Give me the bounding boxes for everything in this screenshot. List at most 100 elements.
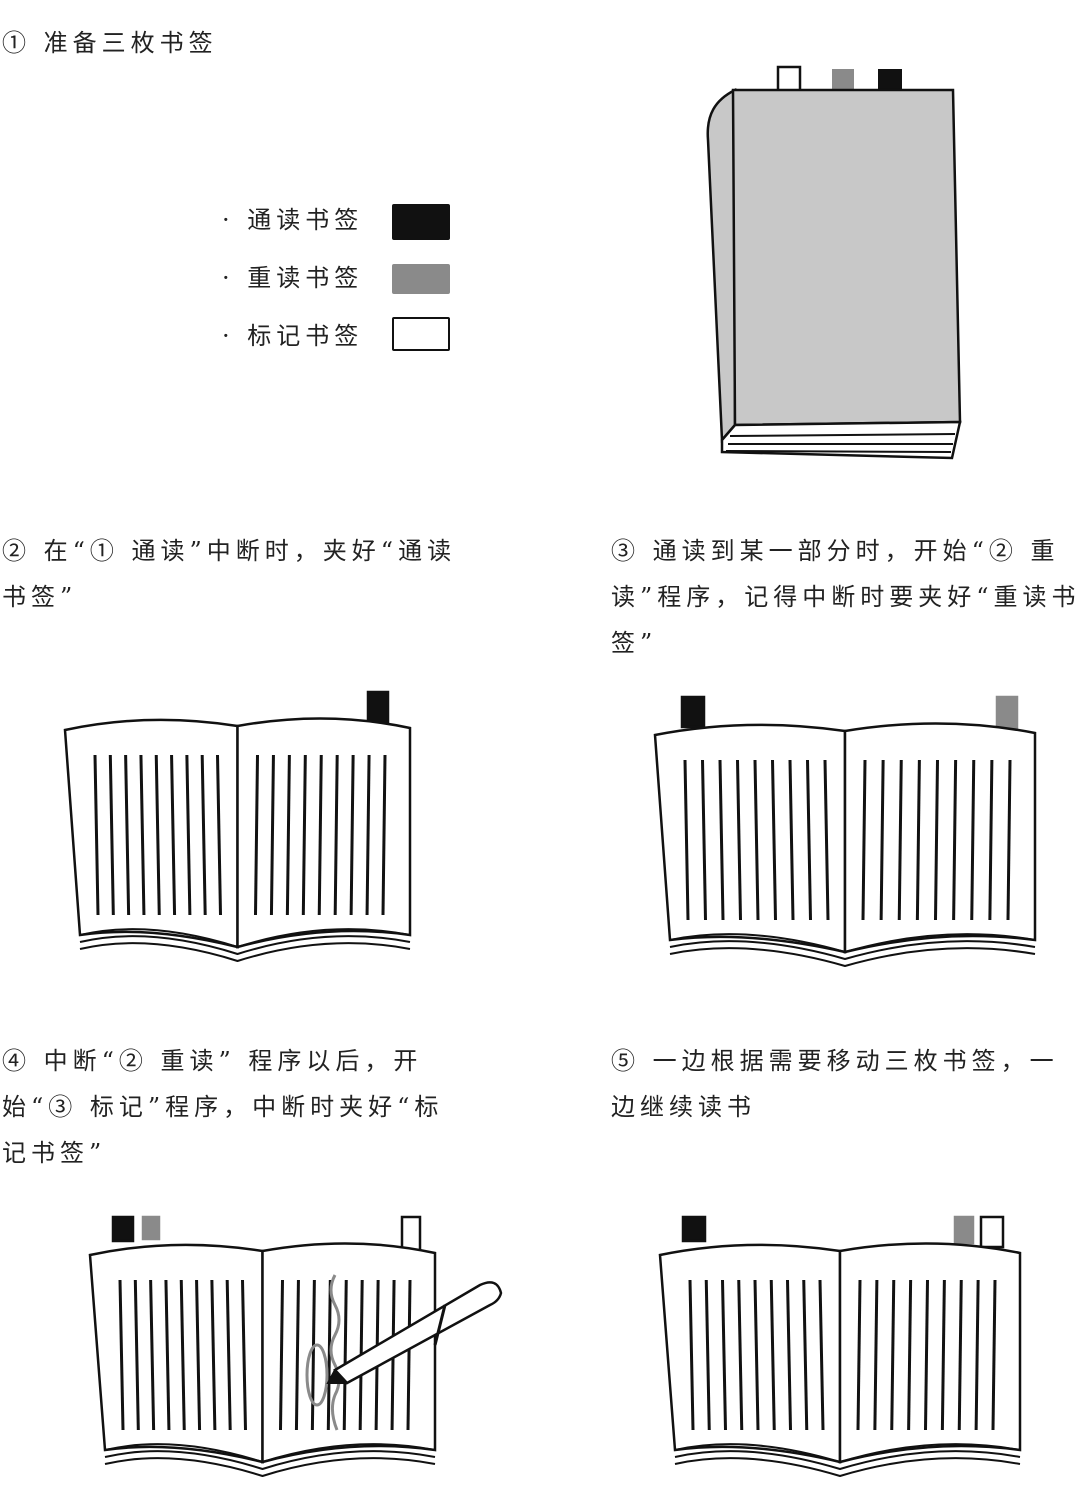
text-column-line	[365, 754, 371, 916]
pen-icon	[333, 1281, 503, 1385]
text-column-line	[124, 754, 131, 916]
right-page	[843, 722, 1037, 954]
text-column-line	[1006, 759, 1012, 921]
text-column-line	[170, 754, 177, 916]
black-bookmark	[681, 1215, 707, 1243]
text-column-line	[317, 754, 323, 916]
page-edge-line	[669, 940, 1036, 961]
text-column-line	[823, 759, 830, 921]
text-column-line	[753, 759, 760, 921]
text-column-line	[301, 754, 307, 916]
step3-caption: ③ 通读到某一部分时，开始“② 重读”程序，记得中断时要夹好“重读书签”	[611, 537, 1081, 657]
text-column-line	[118, 1279, 125, 1431]
text-column-line	[788, 759, 795, 921]
text-column-line	[890, 1279, 896, 1431]
text-column-line	[771, 759, 777, 921]
text-column-line	[185, 754, 192, 916]
text-column-line	[721, 1279, 727, 1431]
text-column-line	[861, 759, 867, 921]
text-column-line	[818, 1279, 825, 1431]
page-edge-line	[79, 935, 411, 956]
text-column-line	[381, 754, 387, 916]
text-column-line	[179, 1279, 186, 1431]
text-column-line	[349, 754, 355, 916]
legend-label-mark: · 标记书签	[222, 322, 364, 350]
text-column-line	[806, 759, 812, 921]
text-column-line	[241, 1279, 247, 1431]
text-column-line	[924, 1279, 929, 1431]
circle-mark	[305, 1343, 329, 1407]
text-column-line	[285, 754, 291, 916]
text-column-line	[957, 1279, 963, 1431]
black-bookmark	[680, 695, 706, 729]
gray-bookmark	[141, 1215, 161, 1241]
text-column-line	[279, 1279, 284, 1431]
step5-caption: ⑤ 一边根据需要移动三枚书签，一边继续读书	[611, 1047, 1059, 1121]
text-column-line	[753, 1279, 760, 1431]
left-page	[88, 1243, 264, 1464]
text-column-line	[333, 754, 339, 916]
text-column-line	[879, 759, 885, 921]
step4-caption: ④ 中断“② 重读” 程序以后，开始“③ 标记”程序，中断时夹好“标记书签”	[2, 1047, 444, 1167]
text-column-line	[683, 759, 690, 921]
white-bookmark	[979, 1215, 1005, 1249]
page-edge-line	[104, 1457, 436, 1478]
highlight-mark	[329, 1274, 341, 1431]
page-edge-line	[669, 933, 1036, 954]
text-column-line	[269, 754, 275, 916]
text-column-line	[897, 759, 903, 921]
book-spine	[706, 87, 737, 444]
legend-label-reread: · 重读书签	[222, 264, 364, 292]
text-column-line	[342, 1279, 348, 1431]
page-edge-line	[79, 928, 411, 949]
gray-bookmark-swatch	[392, 264, 450, 294]
page-edge-line	[674, 1443, 1021, 1464]
black-bookmark-swatch	[392, 204, 450, 240]
text-column-line	[769, 1279, 776, 1431]
pen-clip	[433, 1304, 447, 1346]
text-column-line	[934, 759, 939, 921]
text-column-line	[952, 759, 958, 921]
text-column-line	[406, 1279, 412, 1431]
text-column-line	[970, 759, 976, 921]
text-column-line	[154, 754, 161, 916]
white-bookmark-swatch	[392, 317, 450, 351]
text-column-line	[718, 759, 725, 921]
step1-title: ① 准备三枚书签	[2, 29, 218, 57]
text-column-line	[915, 759, 921, 921]
text-column-line	[294, 1279, 300, 1431]
text-column-line	[225, 1279, 232, 1431]
text-column-line	[93, 754, 100, 916]
text-column-line	[701, 759, 707, 921]
text-column-line	[873, 1279, 879, 1431]
page-edge-line	[669, 947, 1036, 968]
open-book-step3	[653, 695, 1037, 968]
gray-bookmark	[832, 69, 854, 93]
page-edge-line	[79, 942, 411, 963]
text-column-line	[907, 1279, 913, 1431]
open-book-step5	[658, 1215, 1022, 1478]
text-column-line	[991, 1279, 997, 1431]
text-column-line	[133, 1279, 140, 1431]
text-column-line	[974, 1279, 980, 1431]
text-column-line	[310, 1279, 316, 1431]
text-column-line	[988, 759, 994, 921]
text-column-line	[200, 754, 207, 916]
page-edge-line	[104, 1443, 436, 1464]
text-column-line	[802, 1279, 809, 1431]
text-column-line	[326, 1279, 332, 1431]
text-column-line	[195, 1279, 202, 1431]
book-pages	[720, 420, 962, 460]
text-column-line	[940, 1279, 946, 1431]
text-column-line	[210, 1279, 217, 1431]
pen-tip	[326, 1369, 347, 1384]
text-column-line	[139, 754, 146, 916]
step2-caption: ② 在“① 通读”中断时，夹好“通读书签”	[2, 537, 457, 611]
text-column-line	[704, 1279, 711, 1431]
black-bookmark	[111, 1215, 135, 1243]
page-edge-line	[104, 1450, 436, 1471]
text-column-line	[786, 1279, 792, 1431]
page-edge-line	[674, 1457, 1021, 1478]
book-cover	[731, 88, 962, 427]
